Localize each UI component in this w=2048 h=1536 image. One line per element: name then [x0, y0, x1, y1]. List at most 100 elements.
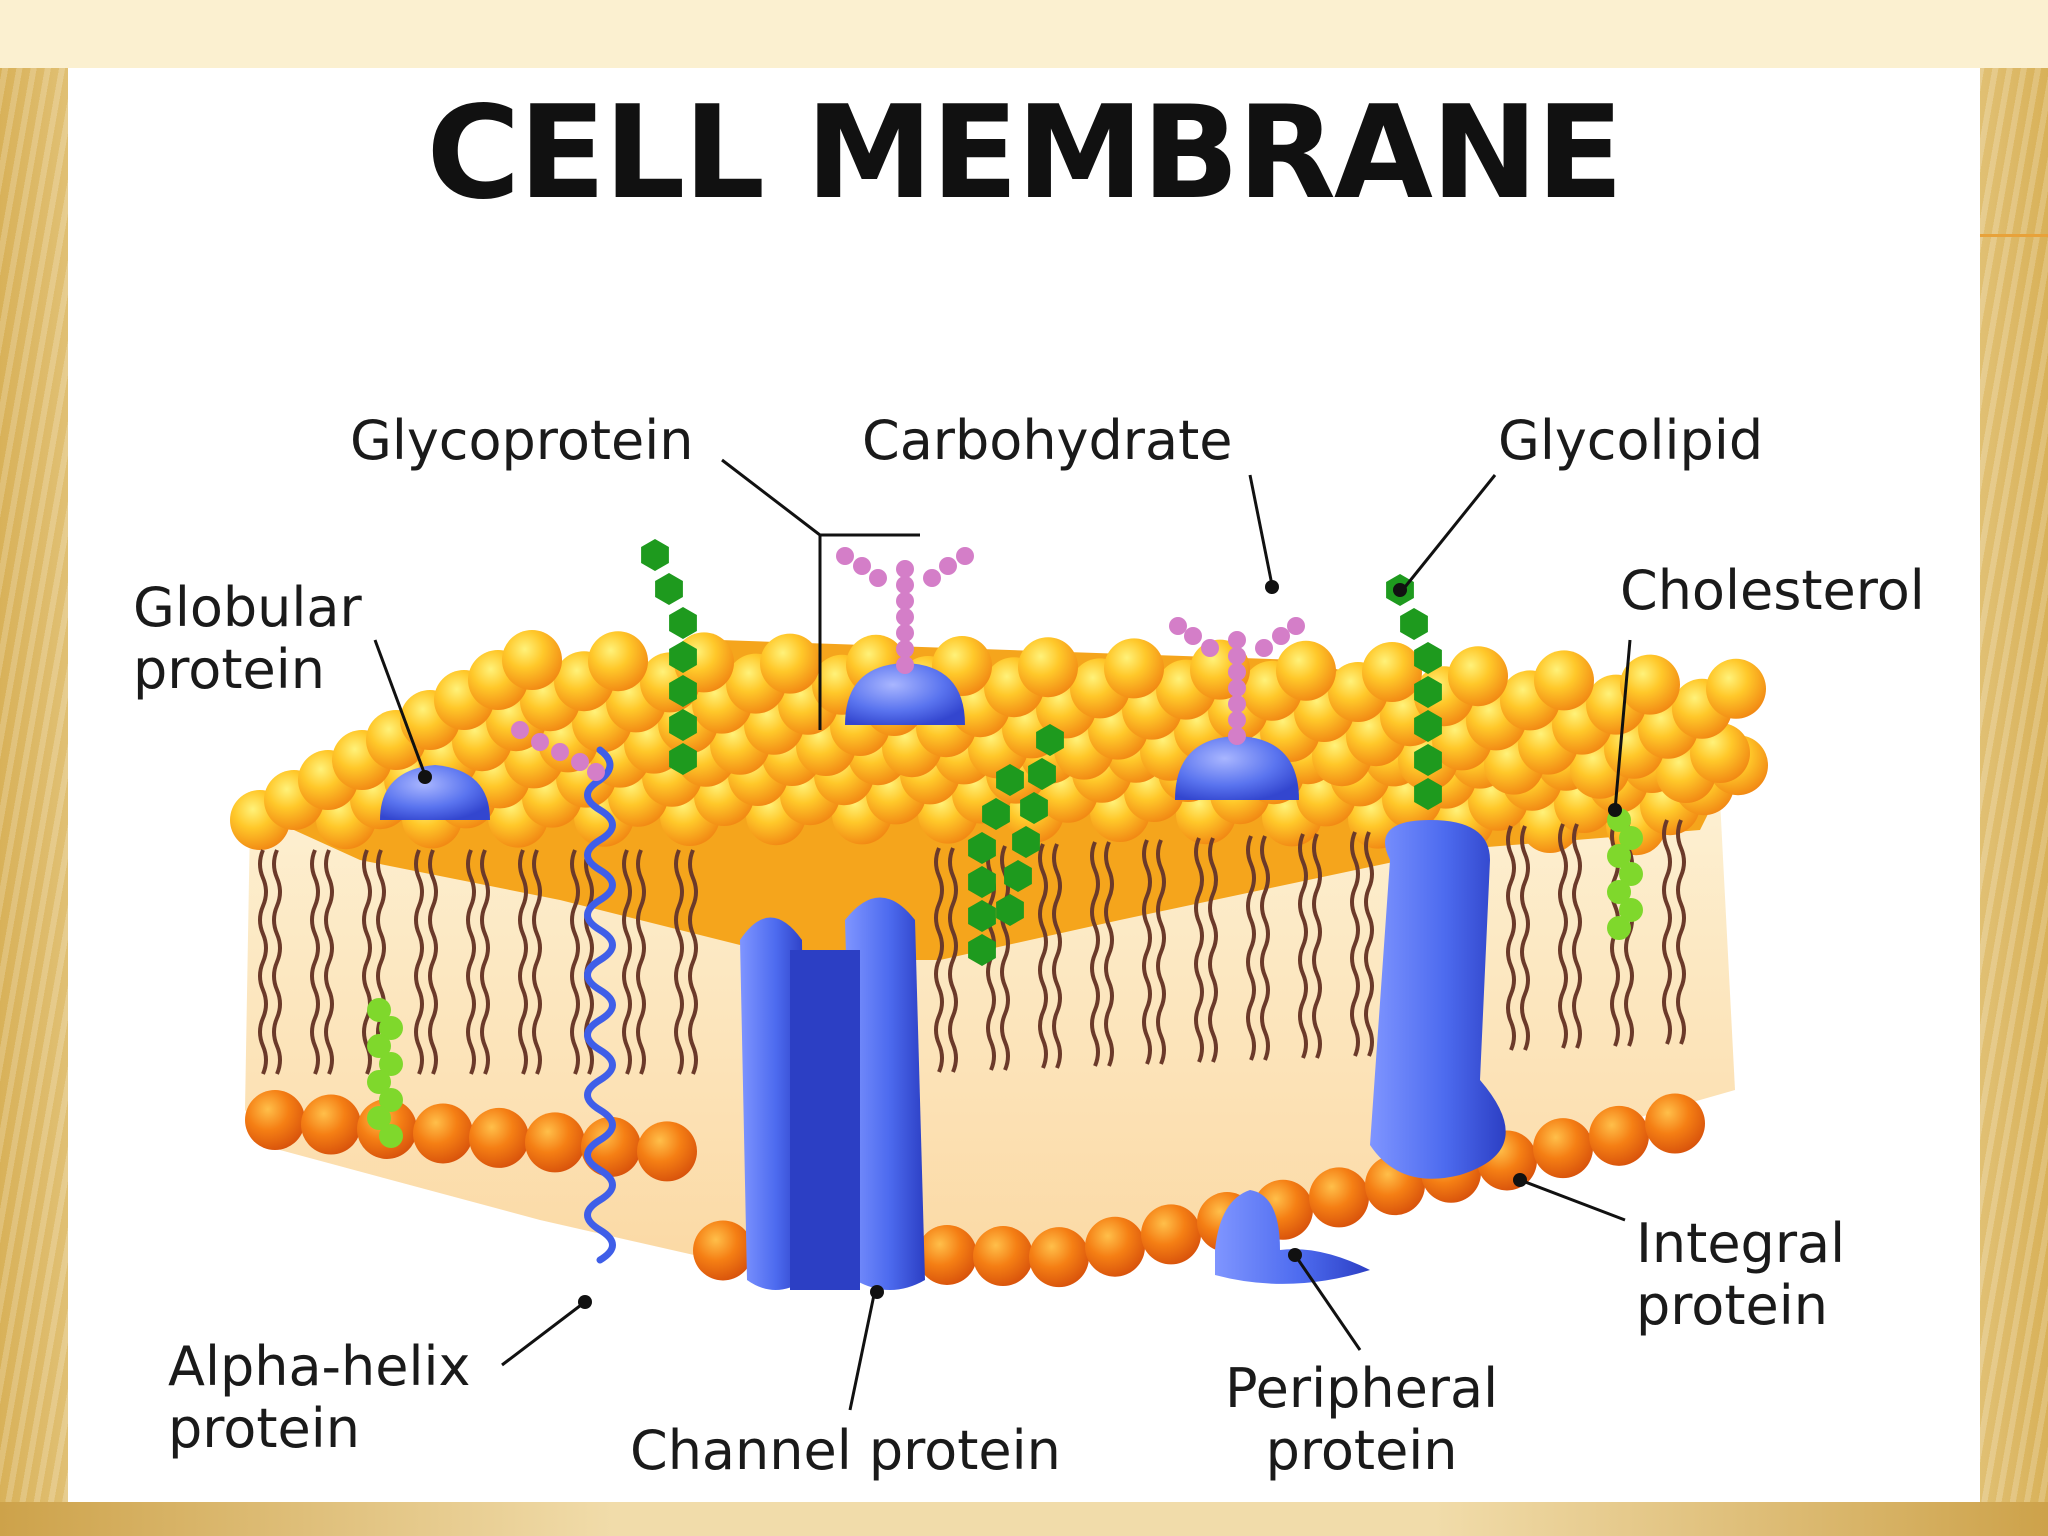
sugar-hexagon	[968, 934, 996, 966]
lipid-tail	[934, 847, 944, 1073]
phospholipid-head	[588, 631, 648, 692]
phospholipid-head	[1104, 638, 1164, 699]
lipid-tail	[532, 849, 542, 1075]
phospholipid-head-bottom	[1533, 1118, 1593, 1179]
lipid-tail	[518, 849, 528, 1075]
lipid-tail	[272, 849, 282, 1075]
leader-carbohydrate	[1248, 474, 1274, 586]
label-globular-line1: Globular	[133, 576, 362, 639]
lipid-tail	[1052, 843, 1062, 1069]
lipid-tail	[466, 849, 476, 1075]
phospholipid-head-bottom	[1645, 1093, 1705, 1154]
phospholipid-head	[1620, 654, 1680, 715]
carbohydrate-bead	[853, 557, 871, 575]
sugar-hexagon	[996, 894, 1024, 926]
carbohydrate-bead	[1228, 679, 1246, 697]
dot-glycolipid	[1393, 583, 1407, 597]
cholesterol-bead	[379, 1016, 403, 1040]
carbohydrate-bead	[896, 624, 914, 642]
cholesterol-bead	[379, 1088, 403, 1112]
label-carbohydrate: Carbohydrate	[862, 409, 1233, 472]
carbohydrate-bead	[1201, 639, 1219, 657]
peripheral-protein	[1215, 1190, 1370, 1284]
phospholipid-head-bottom	[1309, 1167, 1369, 1228]
phospholipid-head-bottom	[1085, 1216, 1145, 1277]
slide-top-band	[0, 0, 2048, 68]
lipid-tail	[688, 849, 698, 1075]
carbohydrate-chains	[511, 547, 1305, 781]
lipid-tail	[1090, 841, 1100, 1067]
glycolipid-chains	[641, 539, 1442, 966]
carbohydrate-bead	[1228, 695, 1246, 713]
carbohydrate-bead	[1169, 617, 1187, 635]
label-channel-protein: Channel protein	[630, 1419, 1061, 1482]
sugar-hexagon	[669, 709, 697, 741]
lipid-tail	[310, 849, 320, 1075]
phospholipid-head-bottom	[693, 1220, 753, 1281]
lipid-tail	[674, 849, 684, 1075]
carbohydrate-bead	[939, 557, 957, 575]
lipid-tail	[1364, 831, 1374, 1057]
sugar-hexagon	[641, 539, 669, 571]
phospholipid-head	[1018, 637, 1078, 698]
cholesterol-bead	[379, 1052, 403, 1076]
carbohydrate-bead	[587, 763, 605, 781]
carbohydrate-bead	[571, 753, 589, 771]
sugar-hexagon	[1020, 792, 1048, 824]
lipid-tail	[1662, 819, 1672, 1045]
phospholipid-head	[1276, 640, 1336, 701]
lipid-tail	[1676, 819, 1686, 1045]
label-globular-protein: Globular protein	[133, 577, 362, 701]
glycoprotein-dome-2	[1175, 736, 1299, 800]
sugar-hexagon	[1004, 860, 1032, 892]
cholesterol-bead	[367, 1034, 391, 1058]
lipid-tail	[1104, 841, 1114, 1067]
leader-channel	[848, 1289, 877, 1411]
label-alpha-helix-protein: Alpha-helix protein	[168, 1336, 470, 1460]
cholesterol-bead	[367, 1106, 391, 1130]
sugar-hexagon	[968, 832, 996, 864]
carbohydrate-bead	[1228, 663, 1246, 681]
sugar-hexagon	[655, 573, 683, 605]
label-glycoprotein: Glycoprotein	[350, 409, 694, 472]
carbohydrate-bead	[956, 547, 974, 565]
diagram-title: CELL MEMBRANE	[426, 79, 1624, 228]
lipid-tail	[362, 849, 372, 1075]
lipid-tail	[1298, 833, 1308, 1059]
dot-peripheral	[1288, 1248, 1302, 1262]
sugar-hexagon	[669, 641, 697, 673]
leader-cholesterol	[1613, 639, 1632, 811]
phospholipid-head	[1534, 650, 1594, 711]
globular-protein	[380, 765, 490, 820]
sugar-hexagon	[968, 900, 996, 932]
sugar-hexagon	[669, 675, 697, 707]
label-peripheral-protein: Peripheral protein	[1225, 1358, 1498, 1482]
phospholipid-head-bottom	[1141, 1204, 1201, 1265]
phospholipid-head-bottom	[1029, 1227, 1089, 1288]
leader-dots	[418, 580, 1622, 1309]
label-peripheral-line2: protein	[1265, 1419, 1458, 1482]
integral-protein	[1370, 820, 1506, 1179]
cholesterol-bead	[1619, 898, 1643, 922]
carbohydrate-bead	[896, 656, 914, 674]
lipid-tail	[1038, 843, 1048, 1069]
sugar-hexagon	[1414, 710, 1442, 742]
lipid-tail	[1208, 837, 1218, 1063]
phospholipid-head-bottom	[1589, 1105, 1649, 1166]
lipid-tail	[324, 849, 334, 1075]
phospholipid-head-bottom	[973, 1226, 1033, 1287]
carbohydrate-bead	[923, 569, 941, 587]
slide-accent-line	[1980, 234, 2048, 237]
sugar-hexagon	[1414, 676, 1442, 708]
label-peripheral-line1: Peripheral	[1225, 1357, 1499, 1420]
carbohydrate-bead	[551, 743, 569, 761]
carbohydrate-bead	[1228, 631, 1246, 649]
sugar-hexagon	[982, 798, 1010, 830]
carbohydrate-bead	[1228, 647, 1246, 665]
alpha-helix-protein	[584, 746, 616, 1264]
lipid-tail	[636, 849, 646, 1075]
carbohydrate-bead	[896, 560, 914, 578]
dot-integral	[1513, 1173, 1527, 1187]
glycoprotein-dome	[845, 663, 965, 725]
label-integral-line2: protein	[1636, 1274, 1828, 1337]
